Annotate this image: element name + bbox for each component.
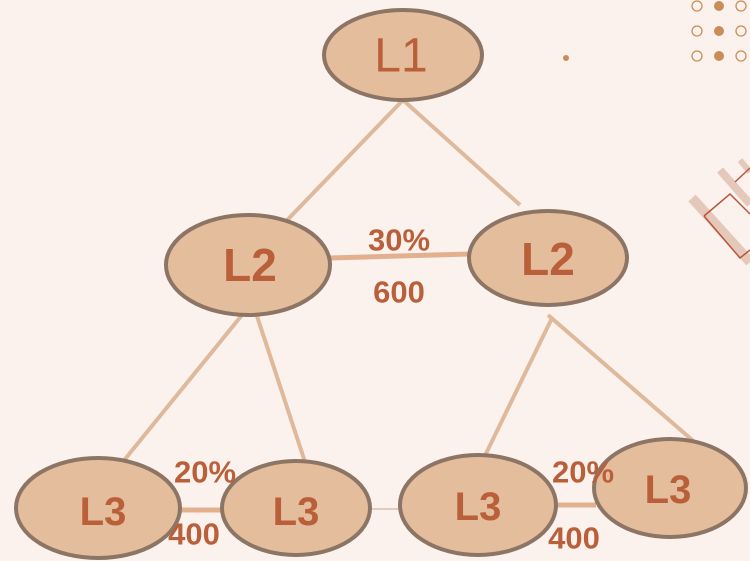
mid-pair-amount: 600 xyxy=(373,275,425,310)
node-leaf-4-label: L3 xyxy=(645,468,692,512)
edge-mid-right-to-leaf-3 xyxy=(476,317,554,471)
edge-mid-left-to-leaf-2 xyxy=(254,312,307,463)
node-leaf-2: L3 xyxy=(220,459,372,557)
decorative-stripes xyxy=(688,158,750,266)
node-leaf-2-label: L3 xyxy=(273,490,320,534)
node-root-label: L1 xyxy=(374,30,427,83)
node-leaf-3-label: L3 xyxy=(455,485,502,529)
node-leaf-3: L3 xyxy=(398,453,558,557)
mid-pair-percent: 30% xyxy=(368,223,430,258)
node-mid-left-label: L2 xyxy=(223,239,277,291)
node-mid-right-label: L2 xyxy=(521,233,575,285)
edge-mid-left-to-mid-right xyxy=(329,251,471,261)
edge-root-to-mid-left xyxy=(266,98,405,242)
right-pair-percent: 20% xyxy=(552,455,614,490)
left-pair-percent: 20% xyxy=(174,455,236,490)
node-leaf-1: L3 xyxy=(14,456,182,560)
node-root: L1 xyxy=(322,8,484,102)
node-leaf-4: L3 xyxy=(592,437,748,539)
right-pair-amount: 400 xyxy=(548,521,600,556)
left-pair-amount: 400 xyxy=(168,517,220,552)
decorative-dot xyxy=(563,55,569,61)
decorative-dot-grid xyxy=(691,0,747,62)
node-mid-right: L2 xyxy=(467,209,629,307)
edge-root-to-mid-right xyxy=(401,98,522,207)
edge-mid-right-to-leaf-4 xyxy=(546,313,708,454)
node-leaf-1-label: L3 xyxy=(80,490,127,534)
node-mid-left: L2 xyxy=(164,213,332,317)
